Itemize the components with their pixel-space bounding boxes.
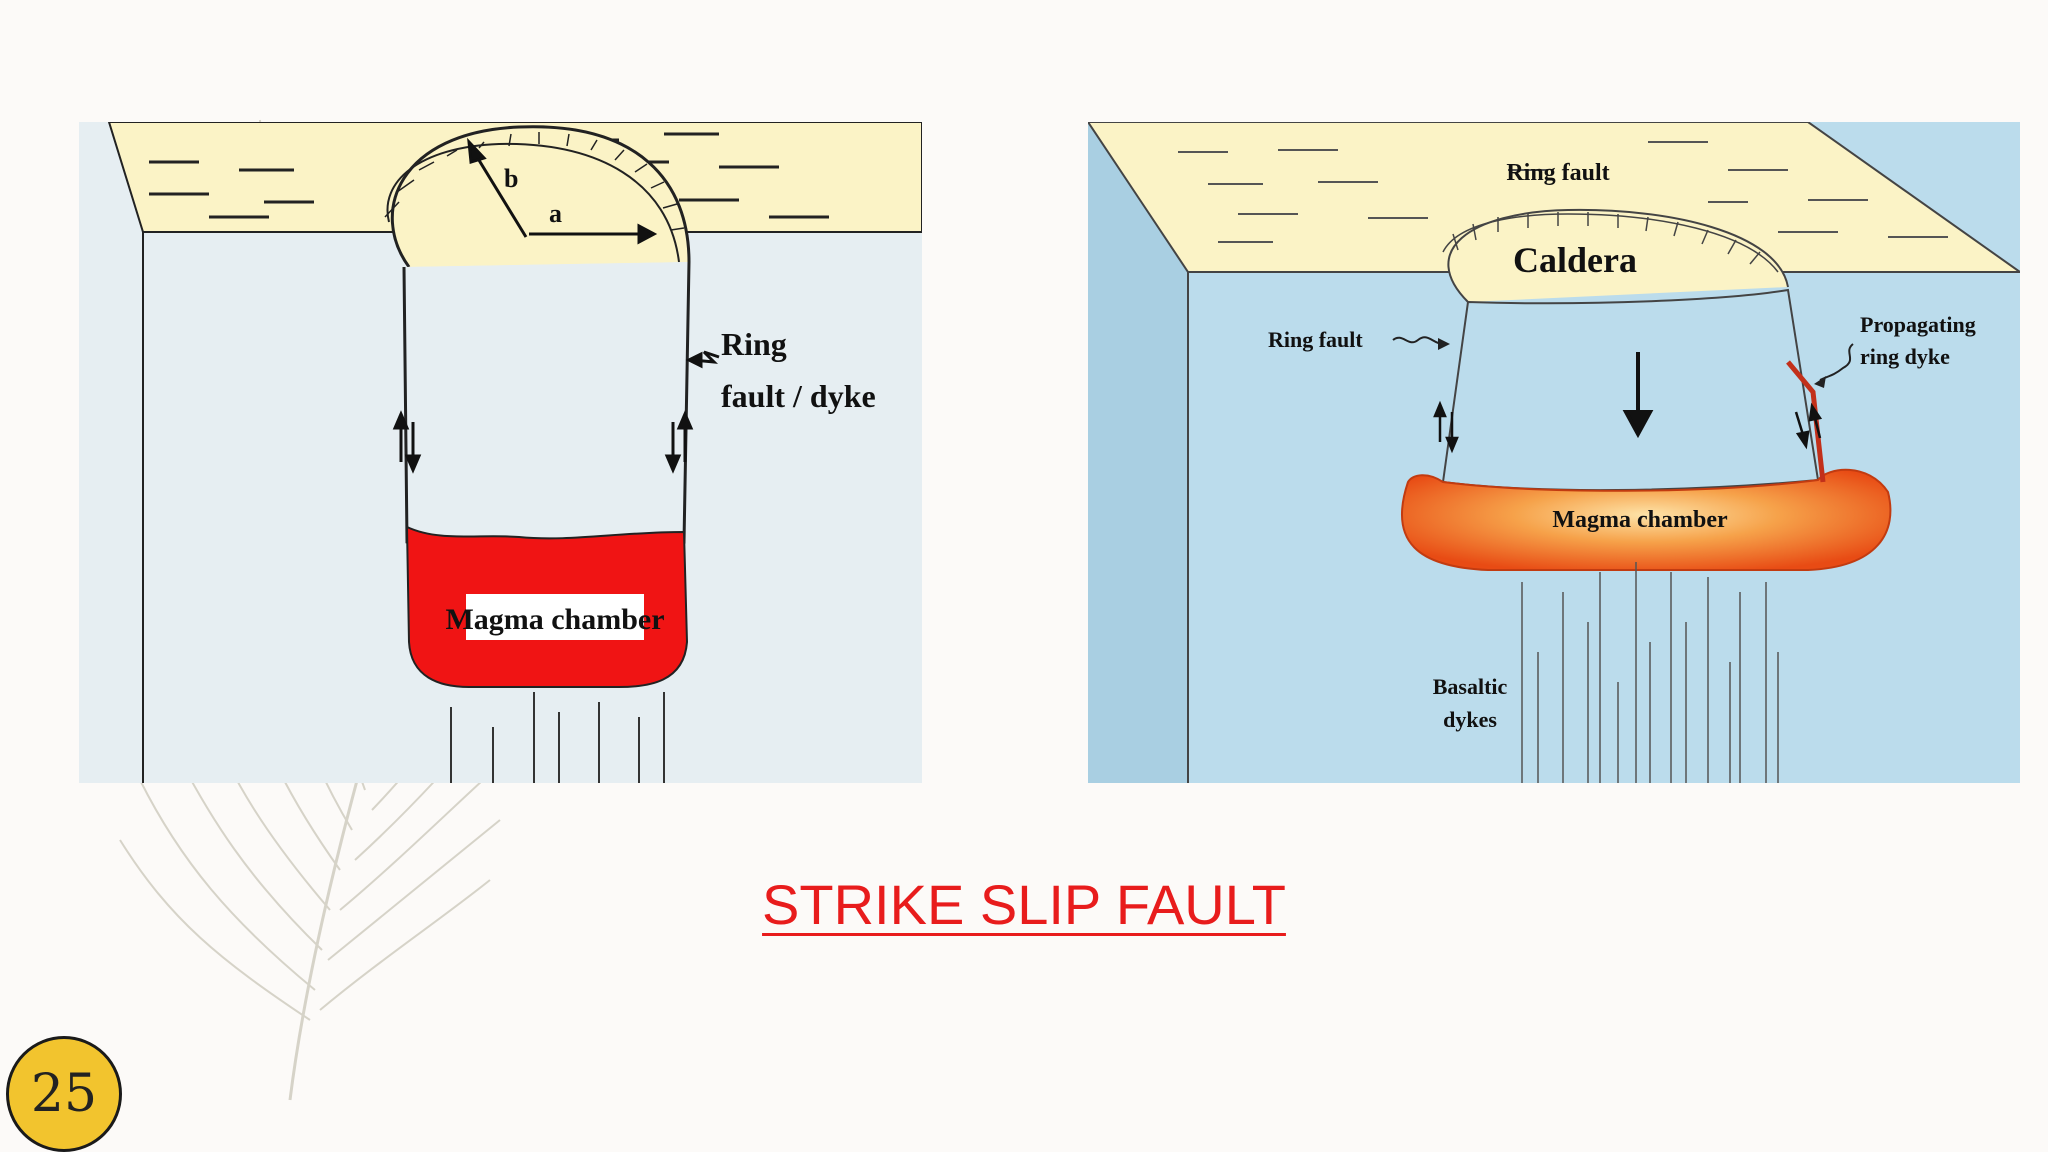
label-a: a [549,199,562,228]
magma-chamber-right [1400,468,1892,571]
propagating-label-line1: Propagating [1860,312,1976,337]
slide-title: STRIKE SLIP FAULT [762,873,1286,936]
label-b: b [504,164,518,193]
caldera-label: Caldera [1513,240,1637,280]
page-number-badge: 25 [6,1036,122,1152]
ring-fault-left-label: Ring fault [1268,327,1363,352]
ring-fault-label-line1: Ring [721,326,787,362]
ring-fault-label-line2: fault / dyke [721,378,876,414]
ring-fault-top-label: Ring fault [1506,160,1609,186]
surface-top-right [1088,122,2020,273]
basaltic-dykes-label-line1: Basaltic [1433,674,1508,699]
right-caldera-diagram: Ring fault Caldera Magma chamber [1088,122,2020,783]
basaltic-dykes-label-line2: dykes [1443,707,1497,732]
propagating-label-line2: ring dyke [1860,344,1950,369]
magma-chamber-label-right: Magma chamber [1552,507,1728,533]
left-caldera-diagram: b a Magma chamber Ring fault / dyke [79,122,922,783]
magma-chamber-label-left: Magma chamber [445,603,664,636]
